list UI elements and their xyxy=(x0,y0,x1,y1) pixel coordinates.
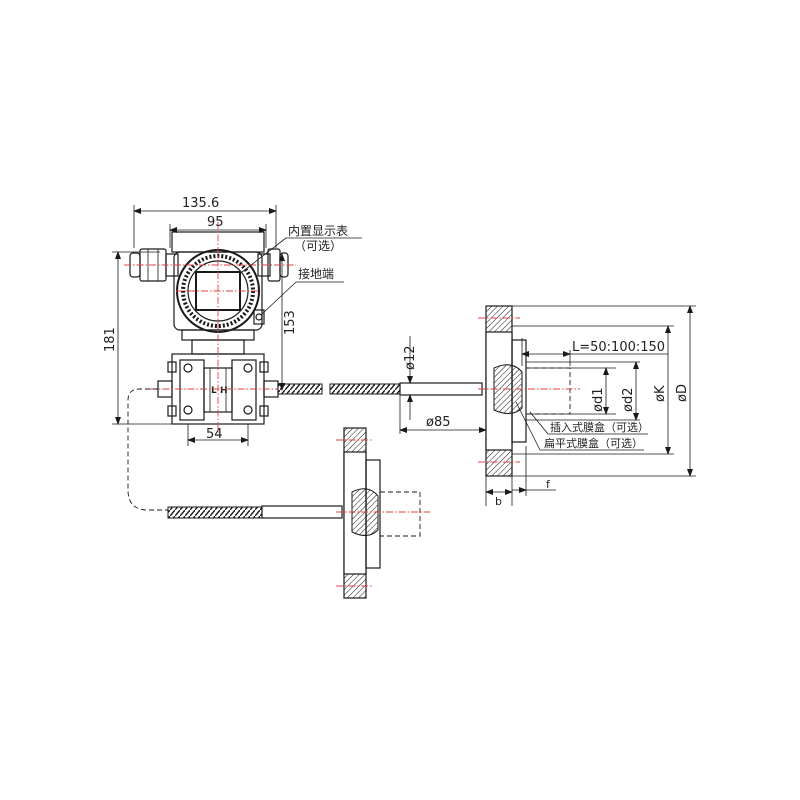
dim-height-153-text: 153 xyxy=(283,310,298,335)
right-capillary xyxy=(277,382,483,396)
dim-flange-spacing-text: 54 xyxy=(206,427,223,442)
right-remote-seal xyxy=(478,305,580,477)
insert-diaphragm-callout: 插入式膜盒（可选） xyxy=(529,411,649,435)
dim-housing-width-text: 135.6 xyxy=(182,196,219,211)
display-label: 内置显示表 xyxy=(288,224,348,238)
dimension-capillary-dia: ø12 xyxy=(403,336,418,420)
dimension-insert-length: L=50:100:150 xyxy=(521,338,668,366)
dim-d1-text: ød1 xyxy=(591,388,606,412)
dimension-d: øD xyxy=(512,305,696,477)
dimension-height-153: 153 xyxy=(279,253,298,391)
flat-diaphragm-callout: 扁平式膜盒（可选） xyxy=(515,401,644,451)
insert-diaphragm-outline xyxy=(525,367,571,415)
flange-bolts xyxy=(167,361,269,417)
dimension-k: øK xyxy=(512,325,674,455)
dimension-total-height: 181 xyxy=(103,251,172,425)
dimension-display-width: 95 xyxy=(169,215,267,248)
transmitter-head xyxy=(129,231,289,355)
dimension-housing-width: 135.6 xyxy=(133,196,277,248)
dim-d-text: øD xyxy=(675,384,690,402)
display-optional-label: （可选） xyxy=(294,239,342,253)
dim-b-text: b xyxy=(495,495,502,508)
insert-diaphragm-label: 插入式膜盒（可选） xyxy=(550,420,649,434)
ground-callout: 接地端 xyxy=(261,266,344,315)
low-side-label: L xyxy=(211,386,217,396)
flat-diaphragm-label: 扁平式膜盒（可选） xyxy=(544,436,643,450)
dim-f-text: f xyxy=(546,478,551,491)
ground-terminal xyxy=(253,309,265,325)
display-callout: 内置显示表 （可选） xyxy=(241,224,362,273)
dim-display-width-text: 95 xyxy=(207,215,224,230)
centre-lines xyxy=(124,222,296,436)
dimension-f: f xyxy=(512,446,556,496)
dim-capillary-dia-text: ø12 xyxy=(403,346,418,371)
lower-remote-seal xyxy=(336,427,430,599)
high-side-label: H xyxy=(220,386,228,396)
dimension-d2: ød2 xyxy=(526,361,640,421)
ground-label: 接地端 xyxy=(298,266,334,281)
dim-k-text: øK xyxy=(653,385,668,402)
dimension-extension-dia: ø85 xyxy=(399,396,487,434)
dimension-b: b xyxy=(485,476,513,508)
lower-capillary xyxy=(127,388,343,519)
dim-insert-length-text: L=50:100:150 xyxy=(572,340,665,355)
dimension-d1: ød1 xyxy=(526,367,616,415)
lower-extension-tube xyxy=(261,505,343,519)
dimension-flange-spacing: 54 xyxy=(187,424,249,446)
dim-d2-text: ød2 xyxy=(621,388,636,412)
dim-total-height-text: 181 xyxy=(103,327,118,352)
right-extension-tube xyxy=(399,382,483,396)
dim-extension-dia-text: ø85 xyxy=(426,415,451,430)
